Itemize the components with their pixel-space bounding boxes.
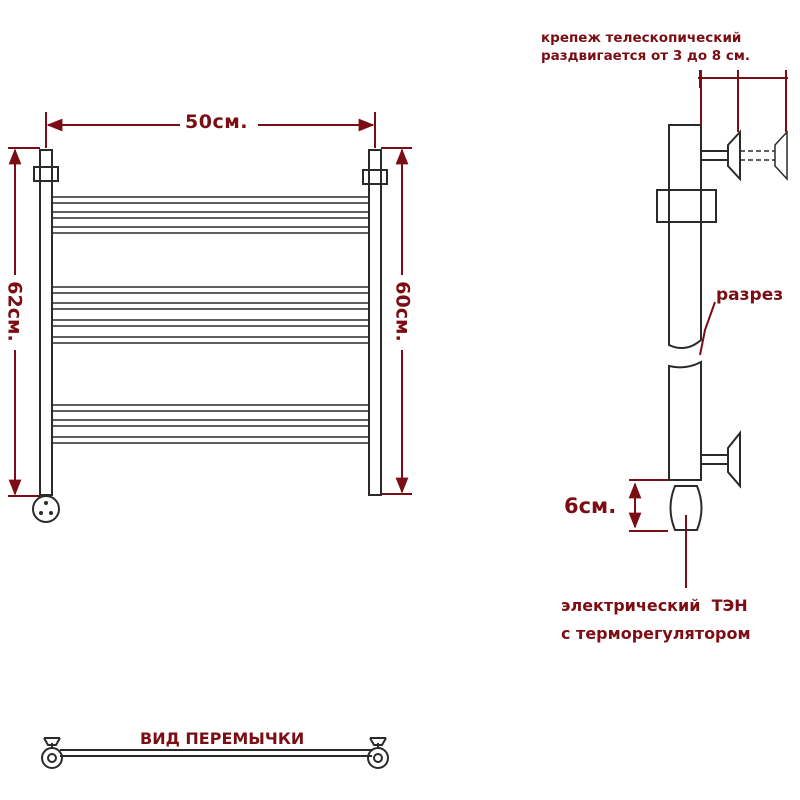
lower-wall-mount [701,430,741,489]
right-vertical-pipe [368,149,382,496]
top-wall-mount [701,129,788,182]
front-dimensions [8,112,412,497]
cut-leader-line [699,301,716,356]
heater-element-icon [669,485,703,531]
side-pipe-upper [668,124,702,350]
rung-group-middle [52,286,369,344]
jumper-view-title: ВИД ПЕРЕМЫЧКИ [140,729,305,748]
heater-height-label: 6см. [564,494,617,518]
left-vertical-pipe [39,149,53,496]
side-annotations [628,70,788,588]
heater-knob-icon [32,495,60,523]
mount-label-line2: раздвигается от 3 до 8 см. [541,48,751,64]
heater-label-line2: с терморегулятором [561,624,751,643]
rung-group-bottom [52,404,369,444]
jumper-right-fitting-icon [367,737,389,769]
cut-label: разрез [716,285,784,305]
right-height-label: 60см. [391,281,414,342]
side-view [656,124,788,531]
heater-label-line1: электрический ТЭН [561,596,748,615]
right-top-cap [362,169,388,185]
front-view [32,149,388,523]
left-top-cap [33,166,59,182]
jumper-view [41,737,389,769]
rung-group-top [52,196,369,234]
side-pipe-lower [668,360,702,481]
jumper-left-fitting-icon [41,737,63,769]
side-collar [656,189,717,223]
left-height-label: 62см. [3,281,26,342]
width-label: 50см. [185,111,248,133]
mount-label-line1: крепеж телескопический [541,30,742,46]
